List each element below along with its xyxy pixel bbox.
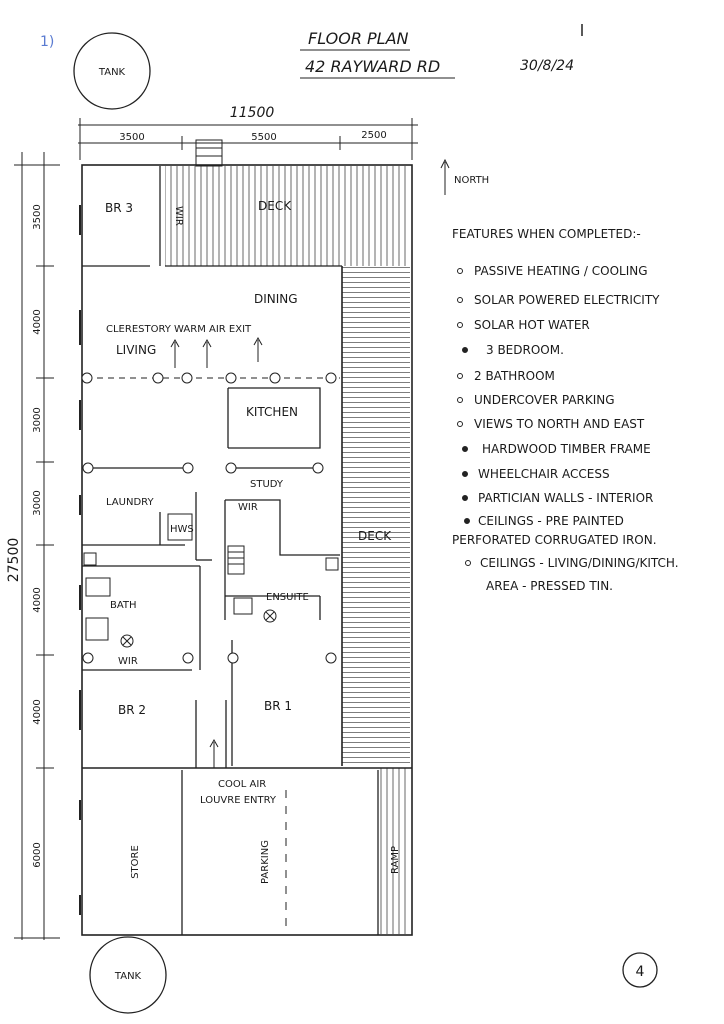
feature-item: PERFORATED CORRUGATED IRON. [452,533,657,547]
feature-item: 3 BEDROOM. [486,343,564,357]
corner-mark: 1) [40,34,54,50]
feature-item: WHEELCHAIR ACCESS [478,467,610,481]
room-br1: BR 1 [264,699,292,713]
dim-h7: 6000 [32,842,43,867]
room-parking: PARKING [260,840,271,884]
interior-walls [82,166,379,935]
features-heading: FEATURES WHEN COMPLETED:- [452,227,641,241]
posts [81,372,337,664]
north-label: NORTH [454,175,489,186]
dim-h5: 4000 [32,587,43,612]
deck-side-hatch [342,266,410,766]
room-wir-mid: WIR [238,502,258,513]
feature-item: PARTICIAN WALLS - INTERIOR [478,491,653,505]
room-dining: DINING [254,292,298,306]
room-bath: BATH [110,600,137,611]
feature-item: VIEWS TO NORTH AND EAST [474,417,645,431]
deck-top-hatch [165,166,409,266]
outer-walls [81,164,413,936]
tank-top-label: TANK [98,67,126,78]
airflow-arrows [170,336,263,768]
dim-h3: 3000 [32,407,43,432]
plan-date: 30/8/24 [520,58,574,74]
room-deck-side: DECK [358,529,392,543]
fixtures [83,513,339,648]
feature-item: UNDERCOVER PARKING [474,393,615,407]
feature-item: CEILINGS - PRE PAINTED [478,514,624,528]
plan-title: FLOOR PLAN [308,29,409,48]
room-br3: BR 3 [105,201,133,215]
dim-w2: 5500 [251,132,276,143]
dim-total-width: 11500 [230,105,275,121]
features-list: PASSIVE HEATING / COOLING SOLAR POWERED … [452,264,679,593]
clerestory-label: CLERESTORY WARM AIR EXIT [106,324,252,335]
room-study: STUDY [250,479,284,490]
tank-bottom-label: TANK [114,971,142,982]
room-kitchen: KITCHEN [246,405,298,419]
tank-top [73,32,151,110]
room-wir-top: WIR [173,206,184,226]
tank-bottom [89,936,167,1014]
dim-ticks-top [79,118,413,160]
room-deck-top: DECK [258,199,292,213]
dim-h4: 3000 [32,490,43,515]
stairs-top [195,139,223,167]
dim-total-length: 27500 [6,538,22,583]
plan-address: 42 RAYWARD RD [305,57,440,76]
cool-air-label: COOL AIR [218,779,266,790]
dim-h1: 3500 [32,204,43,229]
louvre-entry-label: LOUVRE ENTRY [200,795,277,806]
feature-item: 2 BATHROOM [474,369,555,383]
feature-item: SOLAR HOT WATER [474,318,590,332]
feature-item: SOLAR POWERED ELECTRICITY [474,293,660,307]
page-mark: 4 [636,964,645,980]
feature-item: PASSIVE HEATING / COOLING [474,264,648,278]
dim-h6: 4000 [32,699,43,724]
room-store: STORE [130,845,141,879]
feature-item: AREA - PRESSED TIN. [486,579,613,593]
dim-h2: 4000 [32,309,43,334]
room-laundry: LAUNDRY [106,497,154,508]
ramp-hatch [380,768,410,934]
dim-w1: 3500 [119,132,144,143]
room-wir-low: WIR [118,656,138,667]
north-arrow-icon [440,158,450,195]
room-living: LIVING [116,343,156,357]
feature-item: CEILINGS - LIVING/DINING/KITCH. [480,556,679,570]
room-br2: BR 2 [118,703,146,717]
hws-label: HWS [170,524,194,535]
dim-w3: 2500 [361,130,386,141]
dim-ticks-left [14,164,60,939]
page-mark-circle [622,952,658,988]
feature-item: HARDWOOD TIMBER FRAME [482,442,651,456]
room-ramp: RAMP [390,846,401,874]
room-ensuite: ENSUITE [266,592,309,603]
